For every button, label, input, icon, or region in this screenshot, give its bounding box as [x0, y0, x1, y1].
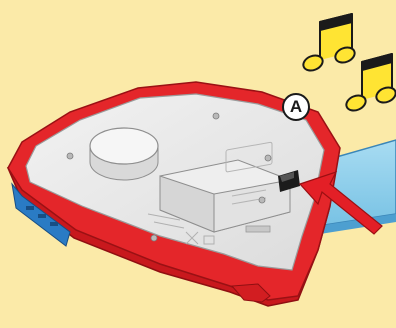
speaker — [89, 127, 159, 181]
circle-callout-icon — [282, 93, 310, 121]
port-slot — [278, 170, 300, 192]
embossed-marks — [147, 213, 215, 245]
screw-holes — [66, 112, 272, 242]
music-notes-icon — [302, 13, 396, 112]
callout-label: A — [289, 97, 303, 116]
insert-arrow-icon — [298, 170, 383, 235]
circuit-block — [159, 141, 291, 233]
blue-side-strip — [11, 182, 71, 247]
